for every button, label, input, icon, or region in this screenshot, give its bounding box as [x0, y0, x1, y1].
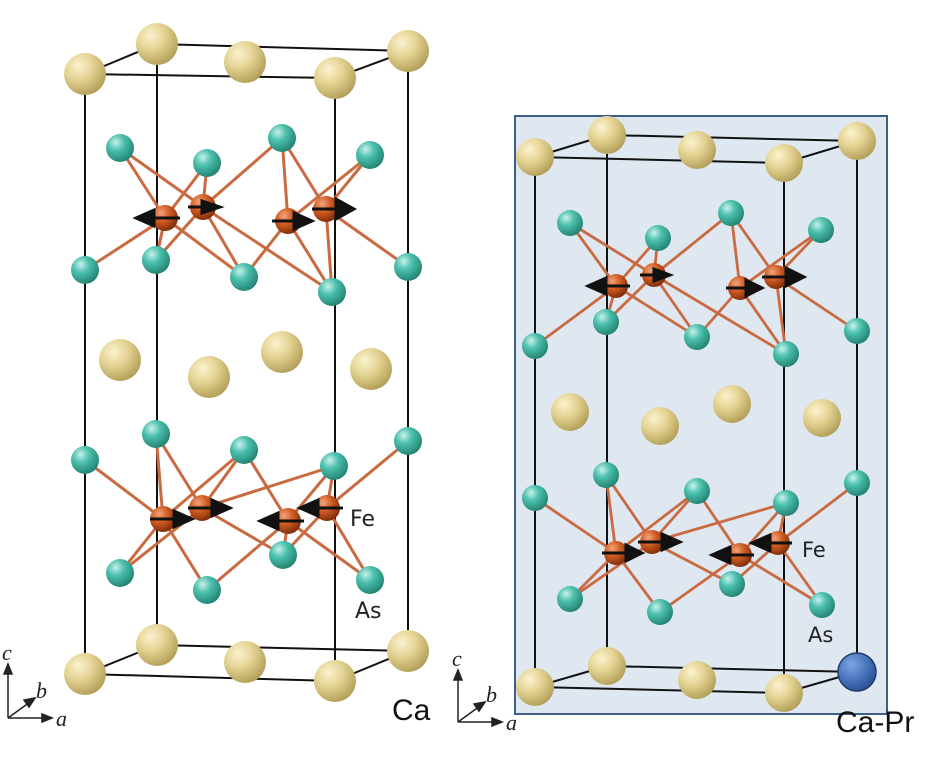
- as-atom: [318, 278, 346, 306]
- ca-atom: [99, 339, 141, 381]
- axis-c-label: c: [452, 646, 462, 671]
- axis-b-label: b: [36, 678, 47, 703]
- as-atom: [71, 446, 99, 474]
- as-atom: [773, 341, 799, 367]
- as-atom: [844, 470, 870, 496]
- as-atom: [719, 571, 745, 597]
- ca-atom: [838, 122, 876, 160]
- ca-atom: [516, 138, 554, 176]
- as-atom: [808, 217, 834, 243]
- as-atom: [142, 246, 170, 274]
- as-atoms-right: [522, 200, 870, 625]
- as-label: As: [355, 599, 382, 624]
- as-atom: [269, 541, 297, 569]
- axis-b-label: b: [486, 682, 497, 707]
- ca-atom: [678, 661, 716, 699]
- as-atom: [356, 141, 384, 169]
- as-atom: [394, 427, 422, 455]
- ca-atoms-left: [64, 23, 429, 702]
- as-atoms-left: [71, 124, 422, 604]
- ca-atom: [713, 385, 751, 423]
- as-atom: [647, 599, 673, 625]
- ca-atom: [588, 116, 626, 154]
- as-atom: [230, 263, 258, 291]
- as-atom: [684, 324, 710, 350]
- as-atom: [557, 210, 583, 236]
- ca-atom: [803, 399, 841, 437]
- as-atom: [593, 309, 619, 335]
- fe-as-bonds-lower: [534, 474, 858, 614]
- axes-triad-left: [2, 661, 55, 724]
- axis-a-label: a: [56, 706, 67, 731]
- ca-atom: [224, 641, 266, 683]
- as-atom: [844, 318, 870, 344]
- ca-atom: [678, 131, 716, 169]
- as-atom: [684, 478, 710, 504]
- unit-cell-right: Fe As Ca-Pr c b a: [452, 116, 914, 739]
- ca-atom: [350, 348, 392, 390]
- ca-atom: [765, 674, 803, 712]
- as-atom: [394, 253, 422, 281]
- as-atom: [320, 452, 348, 480]
- ca-atom: [387, 630, 429, 672]
- spin-arrows-right: [584, 265, 808, 566]
- as-atom: [230, 436, 258, 464]
- as-label: As: [808, 623, 833, 647]
- axis-c-label: c: [2, 640, 12, 665]
- ca-atom: [224, 41, 266, 83]
- axes-triad-right: [452, 667, 505, 728]
- as-atom: [557, 586, 583, 612]
- as-atom: [193, 576, 221, 604]
- as-atom: [356, 566, 384, 594]
- ca-atom: [314, 57, 356, 99]
- as-atom: [522, 333, 548, 359]
- ca-atom: [261, 331, 303, 373]
- ca-atom: [387, 30, 429, 72]
- axis-a-label: a: [506, 710, 517, 735]
- as-atom: [809, 592, 835, 618]
- compound-label: Ca-Pr: [836, 706, 914, 739]
- ca-atom: [188, 356, 230, 398]
- as-atom: [106, 559, 134, 587]
- ca-atom: [64, 653, 106, 695]
- ca-atom: [64, 53, 106, 95]
- ca-atom: [136, 23, 178, 65]
- ca-atom: [516, 668, 554, 706]
- compound-label: Ca: [392, 694, 431, 727]
- ca-atom: [136, 624, 178, 666]
- as-atom: [773, 490, 799, 516]
- as-atom: [718, 200, 744, 226]
- ca-atom: [551, 393, 589, 431]
- fe-atoms-left: [150, 194, 340, 534]
- as-atom: [142, 420, 170, 448]
- unit-cell-left: Fe As Ca c b a: [2, 23, 431, 731]
- as-atom: [193, 149, 221, 177]
- as-atom: [106, 134, 134, 162]
- as-atom: [645, 225, 671, 251]
- as-atom: [593, 462, 619, 488]
- ca-atom: [765, 144, 803, 182]
- spin-arrows-left: [132, 196, 358, 532]
- as-atom: [71, 256, 99, 284]
- as-atom: [522, 485, 548, 511]
- ca-atom: [588, 647, 626, 685]
- pr-atom: [837, 652, 877, 692]
- ca-atom: [314, 660, 356, 702]
- ca-atom: [641, 407, 679, 445]
- ca-atoms-right: [516, 116, 877, 712]
- fe-label: Fe: [802, 538, 826, 562]
- as-atom: [268, 124, 296, 152]
- fe-label: Fe: [350, 507, 375, 532]
